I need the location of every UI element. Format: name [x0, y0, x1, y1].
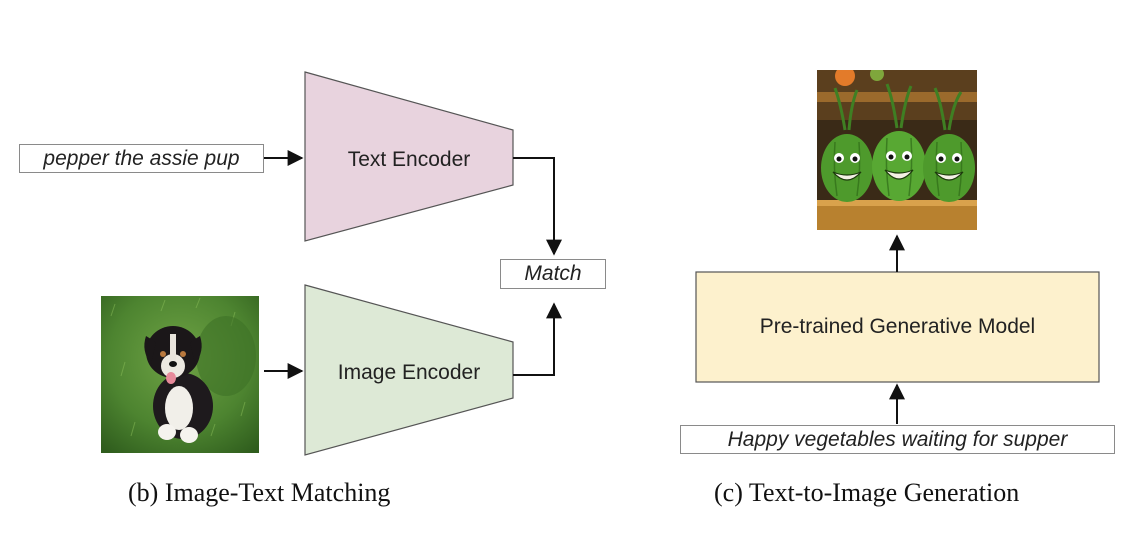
- image-encoder-label: Image Encoder: [337, 361, 481, 384]
- prompt-box: Happy vegetables waiting for supper: [680, 425, 1115, 454]
- text-input-box: pepper the assie pup: [19, 144, 264, 173]
- puppy-icon: [101, 296, 259, 453]
- generative-model: Pre-trained Generative Model: [696, 307, 1099, 347]
- image-encoder-shape: [304, 284, 514, 456]
- text-input-label: pepper the assie pup: [43, 146, 240, 170]
- caption-image-text-matching: (b) Image-Text Matching: [128, 478, 391, 507]
- arrow-text-encoder-to-match: [513, 157, 562, 256]
- smiling-vegetables-image: [817, 70, 977, 230]
- caption-text-to-image-generation: (c) Text-to-Image Generation: [714, 478, 1020, 507]
- generative-model-shape: [695, 271, 1100, 383]
- image-encoder: Image Encoder: [305, 353, 513, 393]
- vegetables-icon: [817, 70, 977, 230]
- text-encoder: Text Encoder: [305, 140, 513, 180]
- generative-model-label: Pre-trained Generative Model: [759, 315, 1036, 338]
- arrow-image-encoder-to-match: [513, 302, 562, 376]
- text-encoder-label: Text Encoder: [347, 148, 471, 171]
- match-box: Match: [500, 259, 606, 289]
- prompt-label: Happy vegetables waiting for supper: [727, 427, 1068, 451]
- text-encoder-shape: [304, 71, 514, 242]
- match-label: Match: [524, 262, 582, 285]
- puppy-photo: [101, 296, 259, 453]
